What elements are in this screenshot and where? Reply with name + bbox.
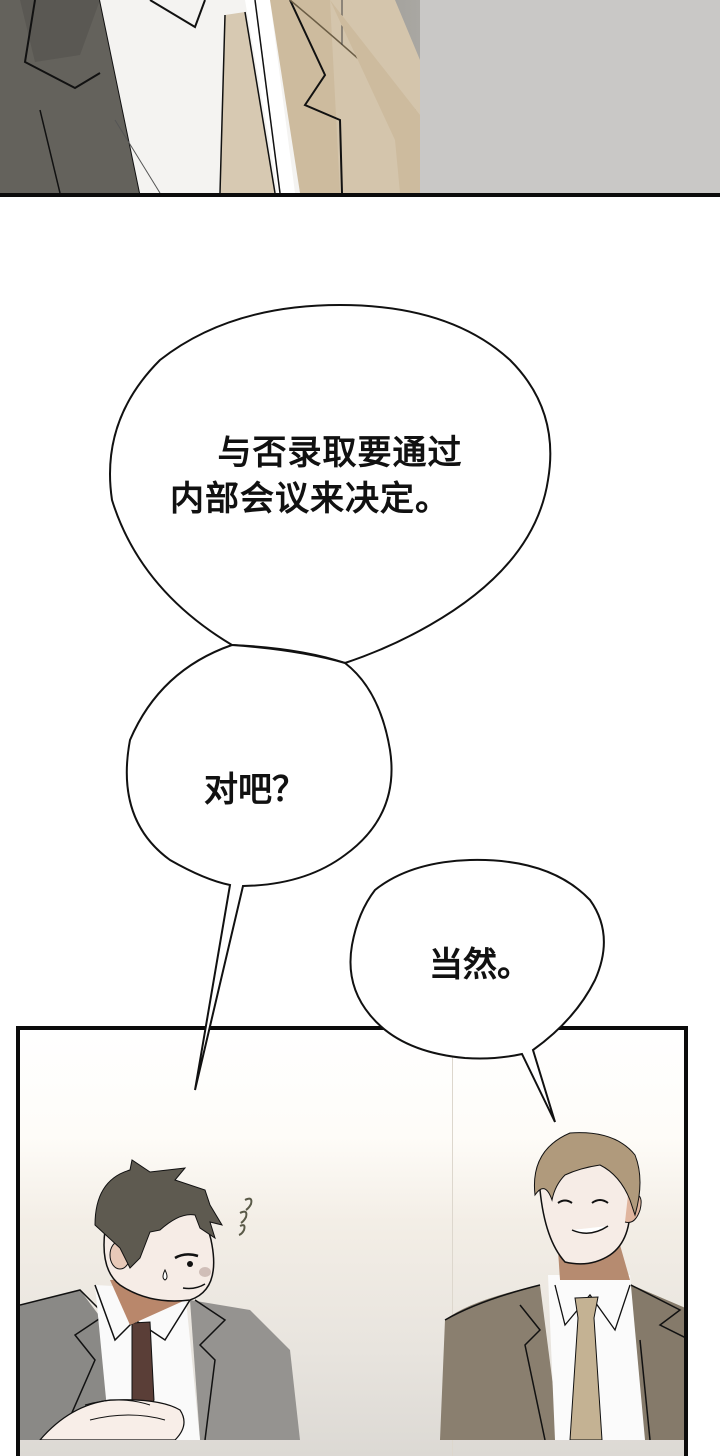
panel-top [0, 0, 720, 197]
bubble-2-text: 对吧？ [204, 770, 306, 810]
wall-seam [452, 1030, 453, 1456]
bubble-1-line-2: 内部会议来决定。 [170, 479, 450, 519]
suits-closeup-illustration [0, 0, 720, 193]
confusion-squiggles [238, 1197, 253, 1236]
bubble-3-text: 当然。 [429, 945, 531, 985]
panel-bottom [16, 1026, 688, 1456]
bubble-1-text: 与否录取要通过 内部会议来决定。 [150, 430, 510, 522]
left-man [20, 1159, 300, 1440]
bubble-1-line-1: 与否录取要通过 [217, 433, 463, 473]
speech-bubble-2 [125, 643, 393, 1091]
office-workers-illustration [20, 1132, 684, 1440]
right-man [440, 1132, 684, 1440]
